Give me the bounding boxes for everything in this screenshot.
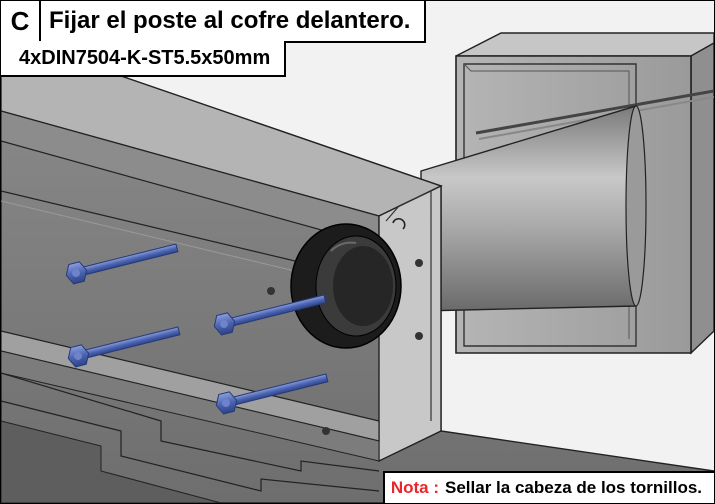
step-title: Fijar el poste al cofre delantero. [49, 7, 411, 34]
self-drilling-screws [65, 243, 329, 415]
screw [67, 326, 181, 368]
screw [65, 243, 179, 285]
screw [213, 294, 327, 336]
note-label: Nota : [390, 478, 440, 497]
step-header: C Fijar el poste al cofre delantero. [1, 1, 427, 43]
fastener-spec: 4xDIN7504-K-ST5.5x50mm [1, 41, 287, 77]
rubber-seal-ring [290, 223, 402, 349]
step-letter: C [1, 1, 41, 41]
round-tube [420, 105, 647, 312]
note-box: Nota : Sellar la cabeza de los tornillos… [382, 471, 714, 503]
note-text: Sellar la cabeza de los tornillos. [445, 478, 702, 497]
screw [215, 373, 329, 415]
